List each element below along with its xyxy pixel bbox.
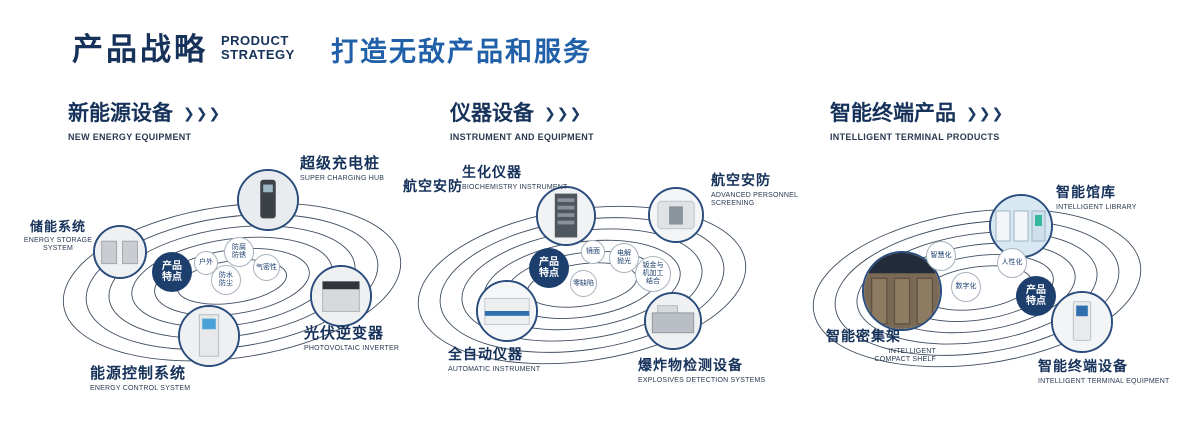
biochemistry-instrument-photo [536,186,596,246]
feature-bubble-sheetmetal: 钣金与机加工结合 [635,256,671,292]
energy-storage-cabinets-icon [95,227,145,277]
page-title-en-line2: STRATEGY [221,47,295,62]
feature-badge-label: 产品特点 [1026,285,1046,307]
label-photovoltaic-inverter: 光伏逆变器 PHOTOVOLTAIC INVERTER [304,325,400,352]
photovoltaic-inverter-photo [310,265,372,327]
section-title-new-energy: 新能源设备 [68,102,173,125]
label-intelligent-compact-shelf: 智能密集架 INTELLIGENT COMPACT SHELF [826,328,936,363]
feature-bubble-mirror: 镜面 [581,240,605,264]
server-rack-icon [538,188,594,244]
section-title-instrument: 仪器设备 [450,102,534,125]
page-title-en: PRODUCT STRATEGY [221,34,295,62]
section-subtitle-instrument: INSTRUMENT AND EQUIPMENT [450,132,594,142]
control-cabinet-icon [180,307,238,365]
library-room-icon [991,196,1051,256]
feature-bubble-humanized: 人性化 [997,248,1027,278]
section-header-instrument: 仪器设备 ❯❯❯ INSTRUMENT AND EQUIPMENT [450,97,594,142]
label-intelligent-library: 智能馆库 INTELLIGENT LIBRARY [1056,184,1137,211]
analyzer-icon [478,282,536,340]
feature-bubble-smart: 智慧化 [926,241,956,271]
chevron-arrows-icon: ❯❯❯ [183,104,222,121]
feature-bubble-electropolish: 电解抛光 [609,243,639,273]
label-super-charging-hub: 超级充电桩 SUPER CHARGING HUB [300,155,385,182]
section-title-intelligent: 智能终端产品 [830,102,956,125]
label-aviation-security-left: 航空安防 [403,178,463,194]
feature-bubble-digital: 数字化 [951,272,981,302]
inverter-cabinet-icon [312,267,370,325]
page-title: 产品战略 [72,32,208,67]
feature-bubble-zero-defect: 零缺陷 [570,270,597,297]
super-charging-hub-photo [237,169,299,231]
automatic-instrument-photo [476,280,538,342]
label-intelligent-terminal-equipment: 智能终端设备 INTELLIGENT TERMINAL EQUIPMENT [1038,358,1170,385]
section-subtitle-new-energy: NEW ENERGY EQUIPMENT [68,132,192,142]
intelligent-compact-shelf-photo [862,251,942,331]
chevron-arrows-icon: ❯❯❯ [966,104,1005,121]
tagline: 打造无敌产品和服务 [331,37,592,67]
feature-badge-new-energy: 产品特点 [152,252,192,292]
feature-bubble-airtight: 气密性 [253,254,280,281]
label-energy-control-system: 能源控制系统 ENERGY CONTROL SYSTEM [90,365,191,392]
explosives-detection-photo [644,292,702,350]
section-header-intelligent: 智能终端产品 ❯❯❯ INTELLIGENT TERMINAL PRODUCTS [830,97,1004,142]
personnel-screening-photo [648,187,704,243]
intelligent-library-photo [989,194,1053,258]
screening-machine-icon [650,189,702,241]
feature-badge-label: 产品特点 [539,257,559,279]
label-automatic-instrument: 全自动仪器 AUTOMATIC INSTRUMENT [448,346,541,373]
intelligent-terminal-photo [1051,291,1113,353]
section-header-new-energy: 新能源设备 ❯❯❯ NEW ENERGY EQUIPMENT [68,97,221,142]
feature-bubble-anticorrosion: 防腐防锈 [224,237,254,267]
energy-control-system-photo [178,305,240,367]
chevron-arrows-icon: ❯❯❯ [544,104,583,121]
compact-shelf-room-icon [864,253,940,329]
label-biochemistry-instrument: 生化仪器 BIOCHEMISTRY INSTRUMENT [462,164,568,191]
page-title-en-line1: PRODUCT [221,33,289,48]
label-energy-storage: 储能系统 ENERGY STORAGE SYSTEM [23,219,93,252]
label-aviation-security-right: 航空安防 ADVANCED PERSONNEL SCREENING [711,172,798,207]
feature-badge-intelligent: 产品特点 [1016,276,1056,316]
conveyor-scanner-icon [646,294,700,348]
kiosk-icon [1053,293,1111,351]
section-subtitle-intelligent: INTELLIGENT TERMINAL PRODUCTS [830,132,1000,142]
feature-bubble-waterproof: 防水防尘 [211,265,241,295]
feature-badge-instrument: 产品特点 [529,248,569,288]
energy-storage-photo [93,225,147,279]
charging-pile-icon [239,171,297,229]
feature-badge-label: 产品特点 [162,261,182,283]
label-explosives-detection: 爆炸物检测设备 EXPLOSIVES DETECTION SYSTEMS [638,357,766,384]
